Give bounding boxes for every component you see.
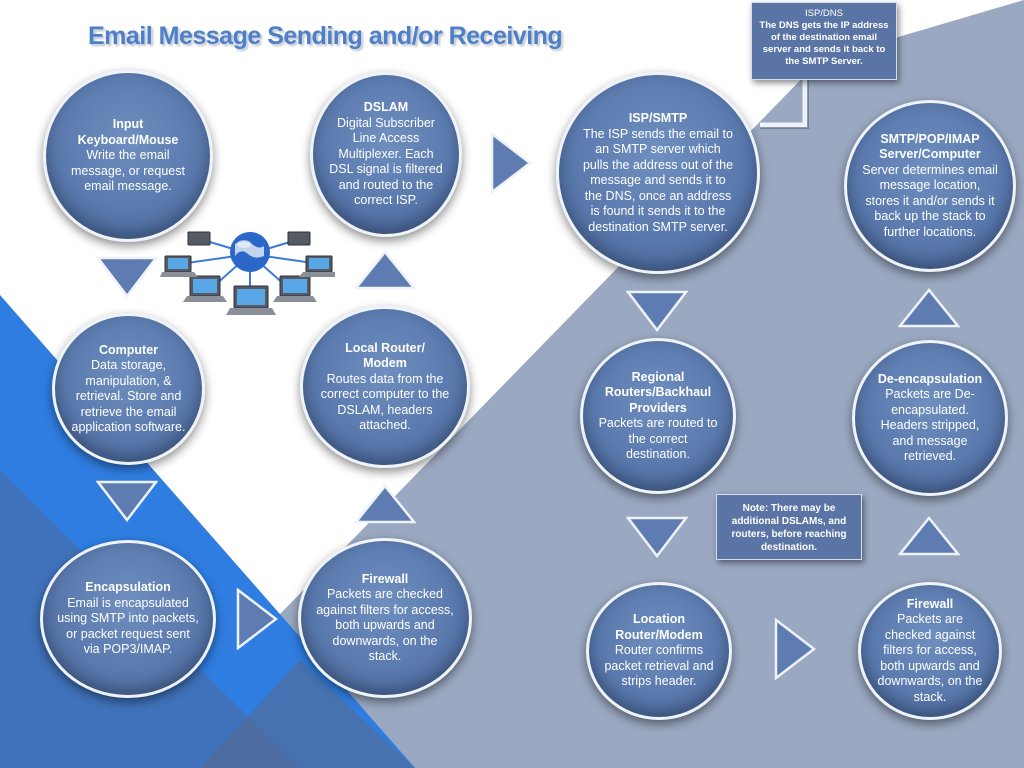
page-title: Email Message Sending and/or Receiving (88, 22, 563, 50)
arrow-up-icon (354, 484, 416, 524)
node-location-router-heading: Location Router/Modem (615, 612, 703, 642)
arrow-up-icon (898, 516, 960, 556)
arrow-right-icon (774, 618, 816, 680)
node-decapsulation-body: Packets are De-encapsulated. Headers str… (880, 387, 980, 463)
background-dark-band (200, 660, 415, 768)
node-firewall-left-heading: Firewall (361, 571, 409, 586)
node-input: Input Keyboard/Mouse Write the email mes… (43, 70, 213, 242)
node-encapsulation: Encapsulation Email is encapsulated usin… (40, 540, 216, 698)
node-firewall-right-body: Packets are checked against filters for … (877, 612, 983, 704)
note-additional-dslams: Note: There may be additional DSLAMs, an… (716, 494, 862, 560)
node-dslam-heading: DSLAM (363, 100, 409, 115)
dns-connector-shadow (760, 80, 809, 129)
background-slate-wedge (0, 470, 300, 768)
node-firewall-right-heading: Firewall (906, 596, 954, 611)
node-local-router-body: Routes data from the correct computer to… (320, 371, 450, 433)
node-isp-smtp-body: The ISP sends the email to an SMTP serve… (582, 126, 734, 234)
node-location-router-body: Router confirms packet retrieval and str… (604, 643, 714, 689)
node-input-heading: Input Keyboard/Mouse (77, 117, 179, 147)
node-dslam-body: Digital Subscriber Line Access Multiplex… (329, 115, 443, 208)
node-input-body: Write the email message, or request emai… (71, 148, 185, 194)
node-encapsulation-body: Email is encapsulated using SMTP into pa… (57, 595, 199, 657)
arrow-up-icon (354, 250, 416, 290)
node-firewall-left-body: Packets are checked against filters for … (316, 587, 454, 663)
node-computer-heading: Computer (98, 342, 159, 357)
node-computer-body: Data storage, manipulation, & retrieval.… (71, 358, 186, 434)
arrow-down-icon (626, 290, 688, 332)
dns-connector-line (760, 78, 808, 128)
node-isp-smtp: ISP/SMTP The ISP sends the email to an S… (556, 72, 760, 274)
node-decapsulation-heading: De-encapsulation (877, 371, 983, 386)
arrow-right-icon (490, 132, 532, 194)
node-firewall-right: Firewall Packets are checked against fil… (858, 582, 1002, 720)
node-regional-routers-body: Packets are routed to the correct destin… (598, 416, 718, 461)
note-isp-dns: ISP/DNS The DNS gets the IP address of t… (751, 2, 897, 80)
arrow-down-icon (96, 256, 158, 298)
node-local-router: Local Router/ Modem Routes data from the… (300, 306, 470, 468)
node-regional-routers: Regional Routers/Backhaul Providers Pack… (580, 338, 736, 494)
node-smtp-server-body: Server determines email message location… (862, 162, 998, 239)
node-local-router-heading: Local Router/ Modem (345, 340, 425, 371)
arrow-down-icon (626, 516, 688, 558)
arrow-up-icon (898, 288, 960, 328)
node-encapsulation-heading: Encapsulation (85, 580, 171, 595)
globe-network-laptops-icon (160, 231, 335, 315)
node-smtp-server-heading: SMTP/POP/IMAP Server/Computer (879, 131, 981, 162)
node-isp-smtp-heading: ISP/SMTP (628, 111, 688, 125)
arrow-right-icon (236, 588, 278, 650)
node-smtp-server: SMTP/POP/IMAP Server/Computer Server det… (844, 100, 1016, 272)
node-computer: Computer Data storage, manipulation, & r… (52, 313, 205, 465)
note-isp-dns-text: The DNS gets the IP address of the desti… (759, 20, 889, 67)
node-regional-routers-heading: Regional Routers/Backhaul Providers (604, 369, 712, 415)
node-firewall-left: Firewall Packets are checked against fil… (298, 538, 472, 698)
note-isp-dns-title: ISP/DNS (804, 8, 843, 19)
node-dslam: DSLAM Digital Subscriber Line Access Mul… (310, 72, 462, 237)
node-decapsulation: De-encapsulation Packets are De-encapsul… (852, 340, 1008, 496)
node-location-router: Location Router/Modem Router confirms pa… (586, 582, 732, 720)
note-additional-dslams-text: Note: There may be additional DSLAMs, an… (731, 503, 847, 553)
arrow-down-icon (96, 480, 158, 522)
